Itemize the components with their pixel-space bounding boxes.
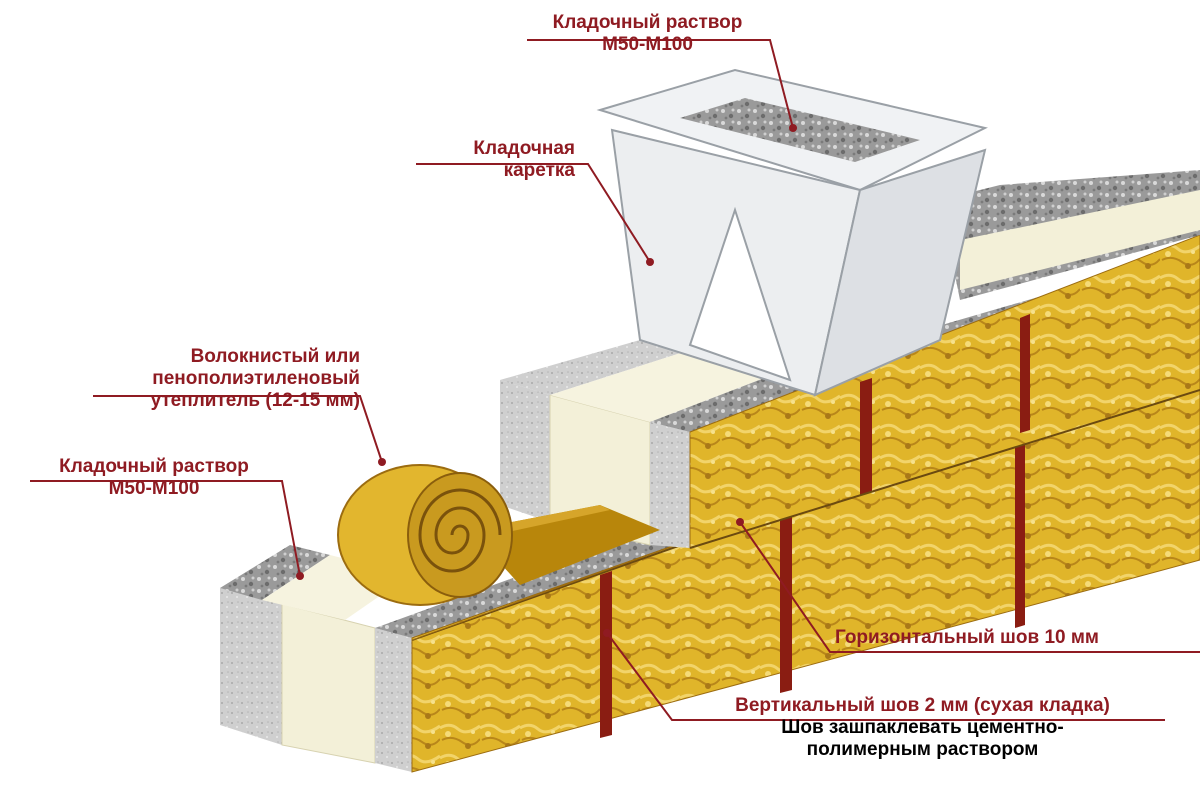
lower-course-top-mortar-left — [220, 545, 330, 600]
vertical-joint — [780, 508, 792, 693]
label-carriage-line2: каретка — [503, 160, 575, 181]
label-carriage-line1: Кладочная — [473, 138, 575, 159]
label-mortar-top: Кладочный раствор М50-М100 — [525, 12, 770, 56]
leader-insulation — [93, 395, 383, 463]
label-vertical-joint-line2: Шов зашпаклевать цементно- — [781, 717, 1064, 738]
upper-course-top-mortar — [500, 340, 690, 395]
vertical-joint — [1015, 427, 1025, 628]
label-insulation-line3: утеплитель (12-15 мм) — [150, 390, 360, 411]
far-course-insulation — [960, 190, 1200, 290]
label-mortar-top-line2: М50-М100 — [602, 34, 693, 55]
label-mortar-left-line2: М50-М100 — [108, 478, 200, 499]
lower-course-insulation-end — [281, 603, 376, 764]
leader-lines — [30, 39, 1200, 721]
insulation-roll-spiral — [418, 488, 502, 573]
carriage-notch — [688, 206, 792, 382]
vertical-joint — [1020, 314, 1030, 433]
lower-course-end-concrete — [220, 588, 282, 745]
leader-vertical-joint — [606, 632, 1165, 721]
leader-mortar-top — [527, 39, 794, 129]
label-carriage: Кладочная каретка — [400, 138, 575, 182]
leader-mortar-left — [30, 480, 301, 577]
label-vertical-joint-line3: полимерным раствором — [806, 739, 1039, 760]
upper-course-end-concrete — [500, 380, 550, 522]
label-horizontal-joint-line1: Горизонтальный шов 10 мм — [835, 627, 1099, 648]
carriage-side — [813, 148, 987, 397]
label-mortar-left-line1: Кладочный раствор — [59, 456, 249, 477]
leader-carriage — [416, 163, 651, 263]
lower-course-end-concrete-2 — [375, 628, 412, 772]
upper-horizontal-joint — [689, 389, 1200, 549]
label-insulation-line2: пенополиэтиленовый — [152, 368, 360, 389]
label-vertical-joint-line1: Вертикальный шов 2 мм (сухая кладка) — [735, 695, 1110, 716]
upper-course-front-face — [689, 234, 1200, 549]
label-insulation-line1: Волокнистый или — [190, 346, 360, 367]
carriage-mortar — [680, 98, 920, 162]
leader-horizontal-joint — [739, 521, 1200, 653]
label-insulation: Волокнистый или пенополиэтиленовый утепл… — [80, 346, 360, 412]
label-horizontal-joint: Горизонтальный шов 10 мм — [835, 627, 1099, 649]
label-mortar-left: Кладочный раствор М50-М100 — [28, 456, 280, 500]
label-mortar-top-line1: Кладочный раствор — [552, 12, 743, 33]
upper-course-top-insulation — [550, 350, 780, 422]
vertical-joint — [600, 571, 612, 738]
vertical-joint — [860, 378, 872, 496]
upper-course-end-concrete-2 — [650, 422, 690, 548]
label-vertical-joint: Вертикальный шов 2 мм (сухая кладка) Шов… — [680, 695, 1165, 761]
leader-dots — [296, 124, 797, 637]
